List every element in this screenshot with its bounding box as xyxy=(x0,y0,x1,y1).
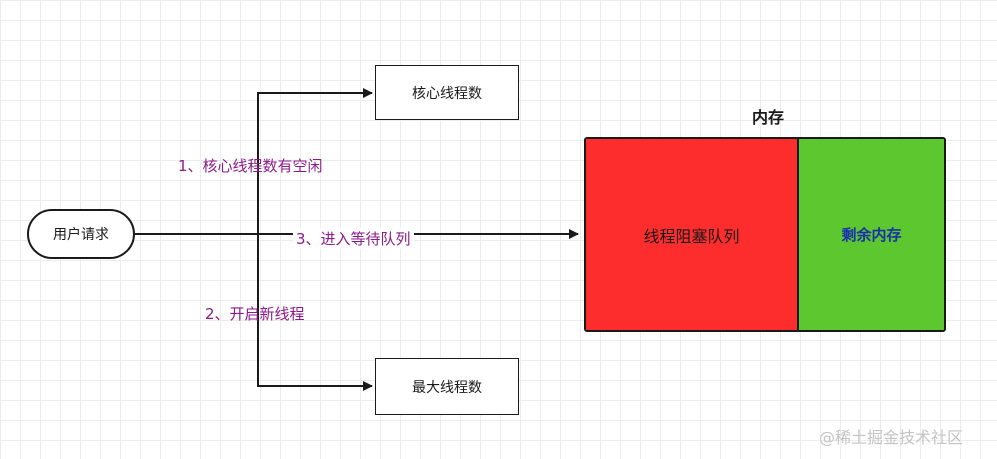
remaining-memory-block: 剩余内存 xyxy=(799,139,944,330)
max-threads-label: 最大线程数 xyxy=(412,379,482,396)
thread-blocking-queue-label: 线程阻塞队列 xyxy=(643,226,740,246)
edge-label-enter-queue: 3、进入等待队列 xyxy=(293,228,414,249)
core-threads-node: 核心线程数 xyxy=(375,65,519,120)
thread-blocking-queue-block: 线程阻塞队列 xyxy=(586,139,799,330)
remaining-memory-label: 剩余内存 xyxy=(841,226,902,244)
core-threads-label: 核心线程数 xyxy=(412,85,482,102)
memory-block: 线程阻塞队列 剩余内存 xyxy=(584,137,946,332)
arrow-to-max-threads xyxy=(257,234,373,391)
watermark: @稀土掘金技术社区 xyxy=(819,428,964,447)
arrow-to-core-threads xyxy=(135,88,373,235)
edge-label-core-idle: 1、核心线程数有空闲 xyxy=(178,157,323,175)
memory-title: 内存 xyxy=(752,108,785,127)
max-threads-node: 最大线程数 xyxy=(375,358,519,415)
user-request-node: 用户请求 xyxy=(27,209,135,259)
user-request-label: 用户请求 xyxy=(53,227,109,243)
edge-label-open-new-thread: 2、开启新线程 xyxy=(205,305,305,323)
